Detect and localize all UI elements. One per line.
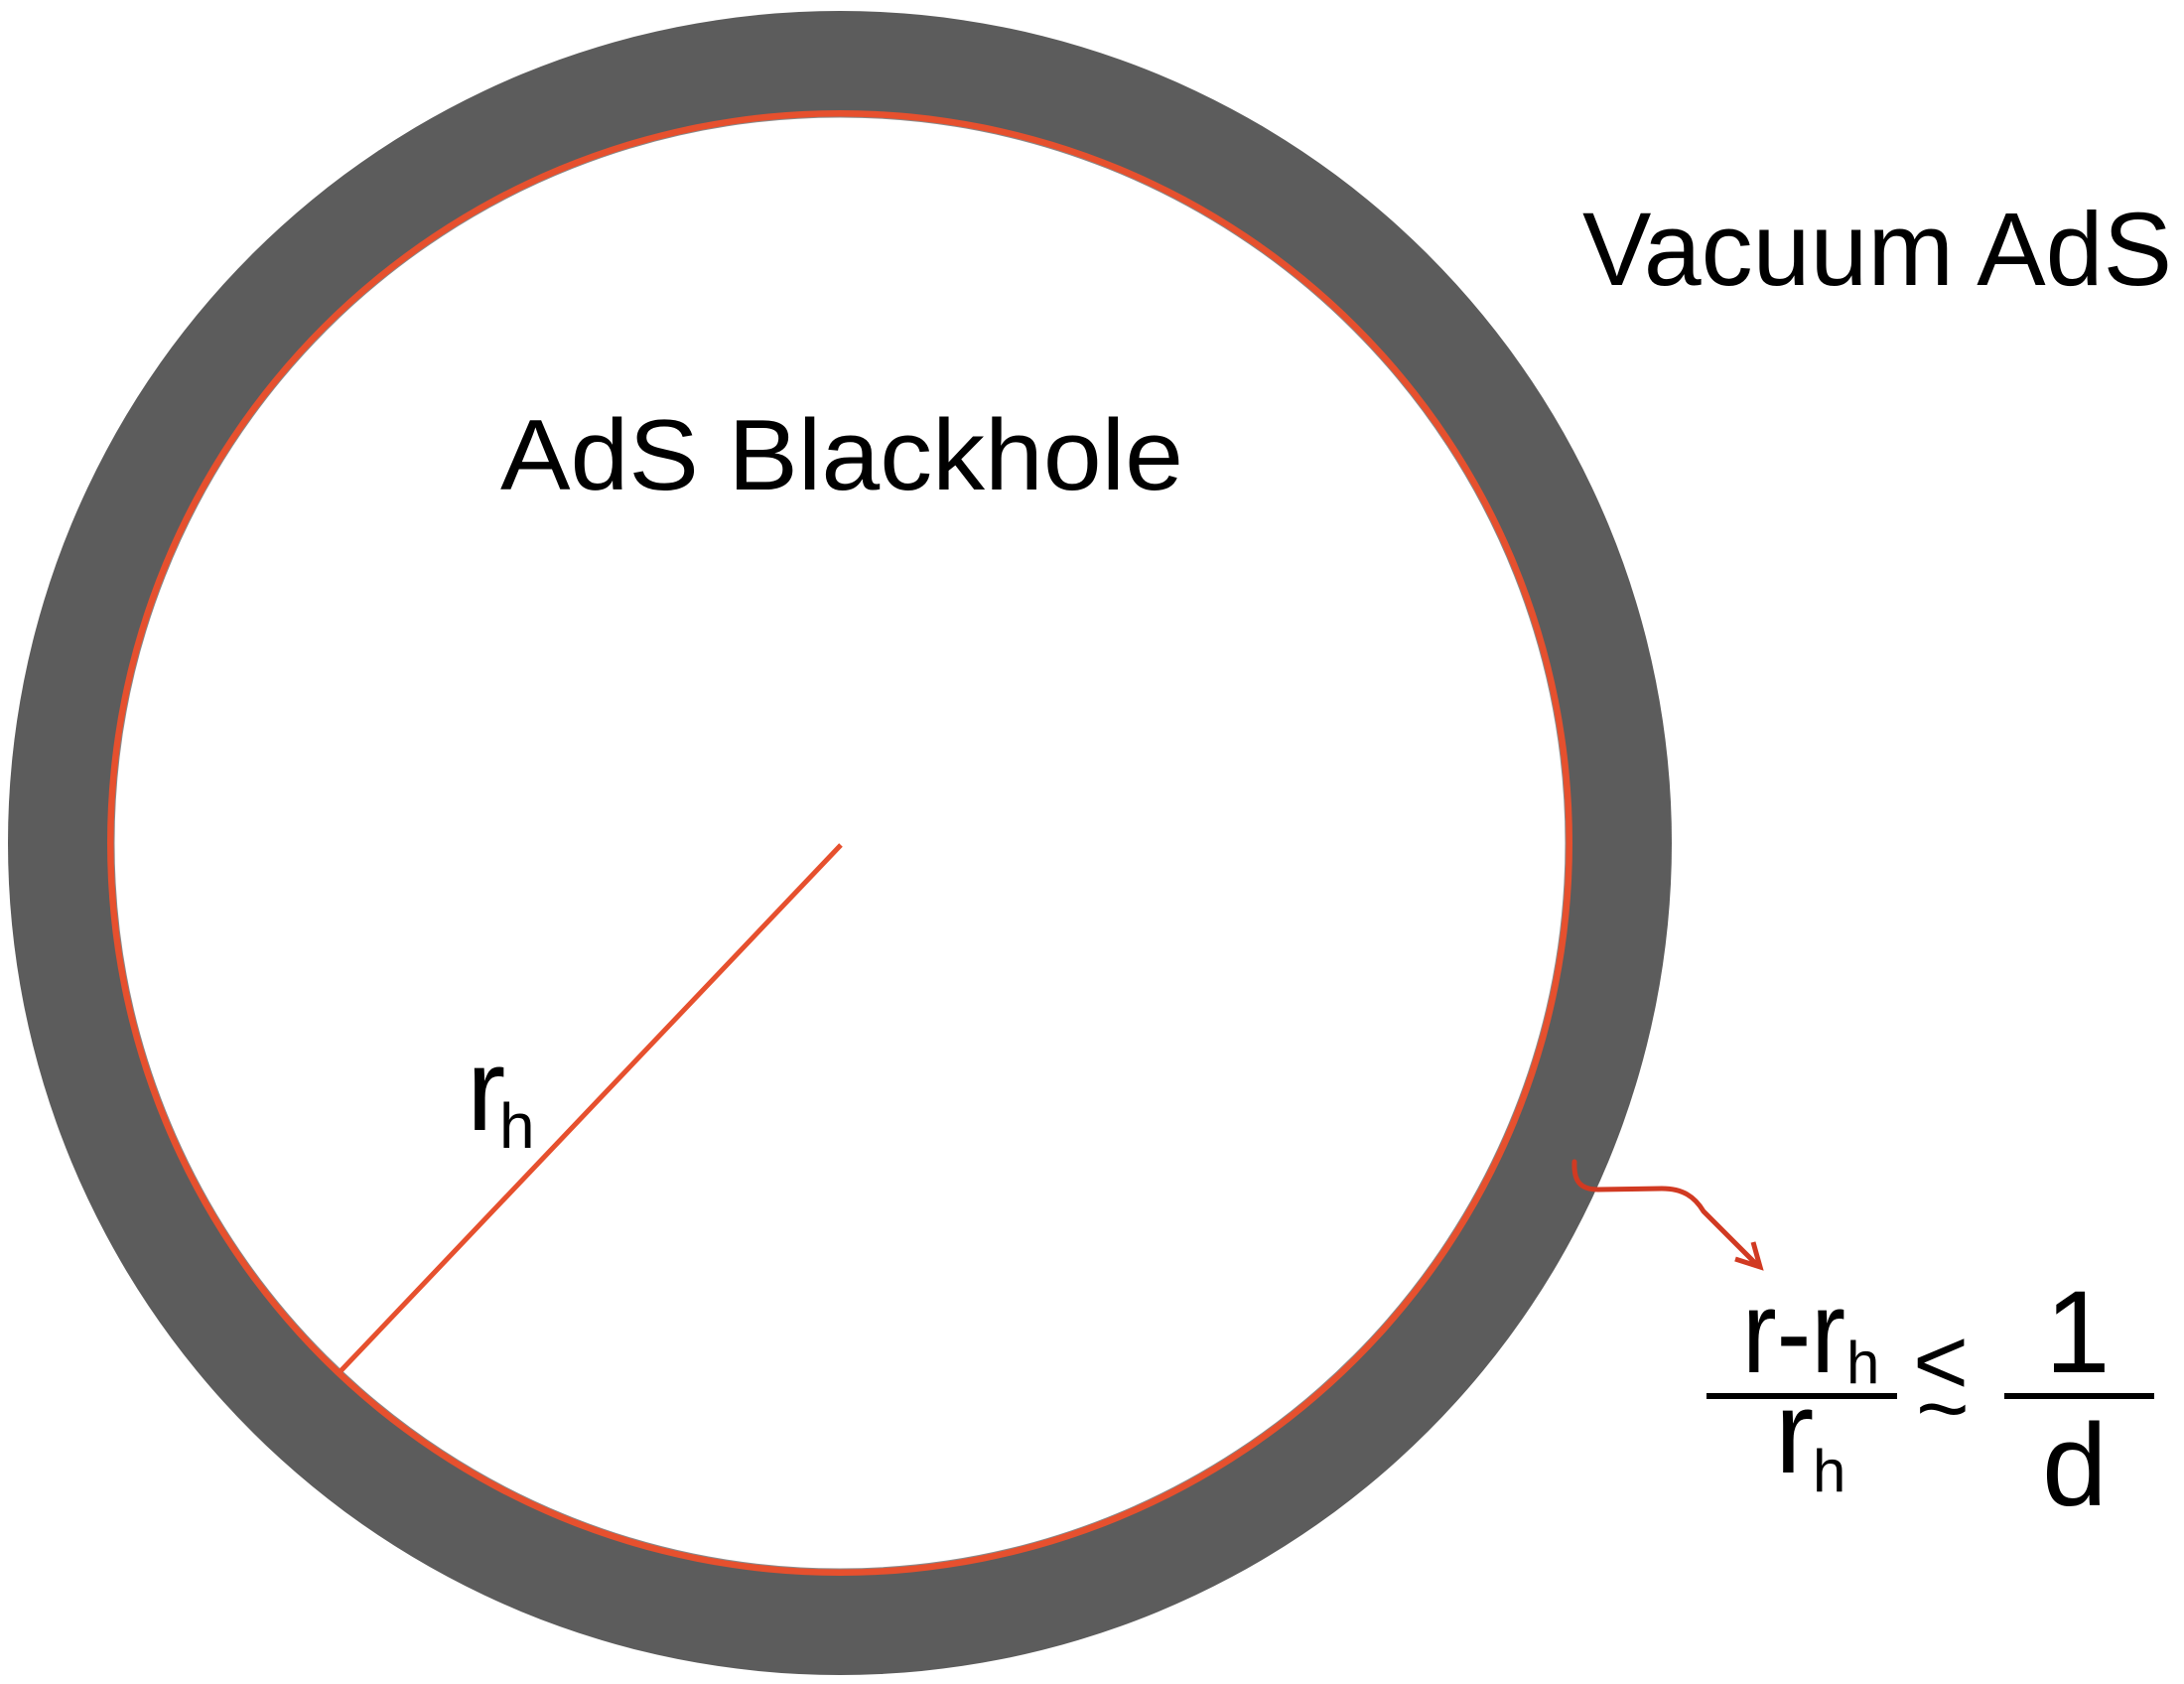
arrow-shaft [1571,1159,1761,1269]
radius-subscript: h [499,1090,535,1162]
blackhole-interior [113,116,1567,1570]
exterior-label: Vacuum AdS [1582,192,2172,308]
rhs-numerator: 1 [2045,1267,2111,1398]
radius-symbol: r [467,1025,505,1156]
rhs-fraction-bar [2004,1393,2154,1399]
rhs-denominator: d [2042,1400,2108,1531]
radius-line [338,843,843,1374]
lhs-numerator-subscript: h [1846,1330,1879,1396]
lesssim-symbol: < ~ [1913,1309,1970,1460]
relation-less-than: < [1913,1309,1969,1415]
lhs-denominator-subscript: h [1813,1438,1845,1504]
radius-label: r h [467,1025,535,1162]
arrow-head-icon [1734,1241,1764,1271]
lhs-denominator: r [1775,1367,1814,1498]
interior-label: AdS Blackhole [500,400,1183,511]
relation-tilde: ~ [1916,1358,1970,1460]
formula: r-r h r h < ~ 1 d [1706,1267,2154,1531]
annotation-arrow [1571,1159,1764,1271]
lhs-fraction-bar [1706,1393,1897,1399]
lhs-numerator: r-r [1742,1267,1845,1398]
